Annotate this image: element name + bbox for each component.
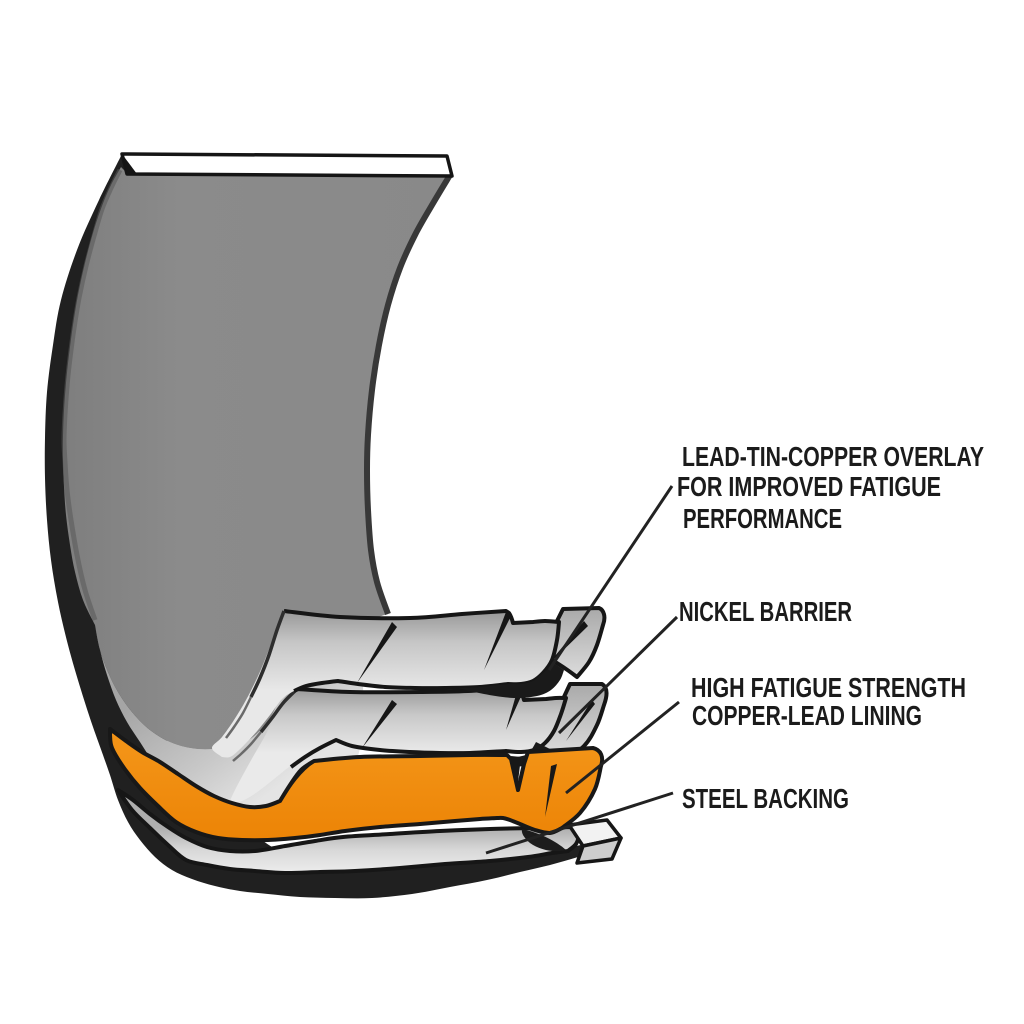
svg-text:LEAD-TIN-COPPER OVERLAY: LEAD-TIN-COPPER OVERLAY: [682, 441, 984, 472]
svg-text:COPPER-LEAD LINING: COPPER-LEAD LINING: [692, 700, 922, 731]
svg-text:PERFORMANCE: PERFORMANCE: [683, 503, 842, 534]
svg-text:STEEL BACKING: STEEL BACKING: [682, 783, 849, 814]
svg-text:HIGH FATIGUE STRENGTH: HIGH FATIGUE STRENGTH: [691, 672, 966, 703]
svg-text:FOR IMPROVED FATIGUE: FOR IMPROVED FATIGUE: [677, 471, 941, 502]
svg-text:NICKEL BARRIER: NICKEL BARRIER: [679, 596, 852, 627]
